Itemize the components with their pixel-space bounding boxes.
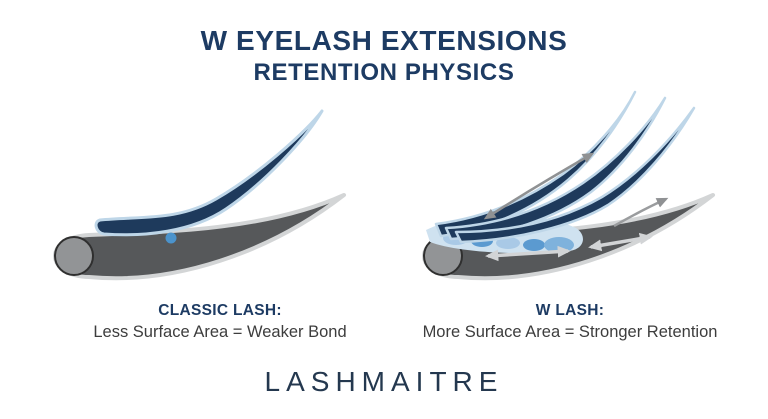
extension-flex-arrow: [483, 152, 595, 220]
title-line-2: RETENTION PHYSICS: [253, 58, 515, 86]
glue-blob: [523, 239, 545, 251]
classic-lash-heading: CLASSIC LASH:: [158, 302, 282, 319]
lash-lift-arrow: [613, 197, 669, 228]
title-line-1: W EYELASH EXTENSIONS: [200, 25, 568, 56]
w-lash-heading: W LASH:: [535, 302, 605, 319]
adhesive-dot: [165, 232, 177, 244]
w-lash-description: More Surface Area = Stronger Retention: [422, 322, 718, 341]
classic-lash-caption: CLASSIC LASH: Less Surface Area = Weaker…: [20, 301, 420, 343]
page-title: W EYELASH EXTENSIONS RETENTION PHYSICS: [0, 25, 768, 86]
w-lash-diagram: [422, 90, 715, 281]
brand-wordmark: LASHMAITRE: [264, 366, 504, 397]
lash-flex-arrow-inner-left: [485, 245, 571, 262]
lash-root: [54, 236, 94, 276]
natural-lash: [53, 193, 346, 281]
w-lash-caption: W LASH: More Surface Area = Stronger Ret…: [388, 301, 752, 343]
lash-flex-arrow-inner-right: [588, 232, 653, 252]
classic-extension: [94, 109, 324, 237]
classic-lash-diagram: [53, 109, 346, 281]
classic-lash-description: Less Surface Area = Weaker Bond: [93, 322, 347, 341]
